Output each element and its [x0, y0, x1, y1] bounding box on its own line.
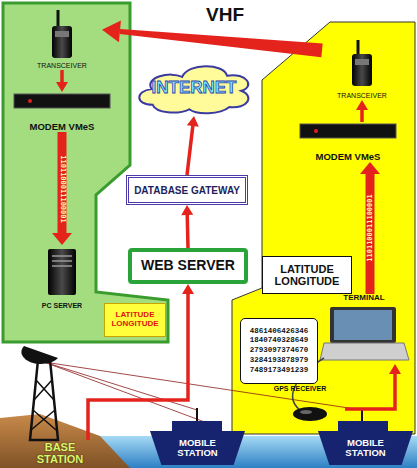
arrow-connector	[52, 132, 72, 245]
dish	[21, 346, 58, 364]
gps-puck	[293, 407, 327, 421]
node-text: MOBILE STATION	[167, 438, 229, 459]
transceiver-box: TRANSCEIVER	[322, 38, 402, 100]
node-text: LATITUDE LONGITUDE	[265, 263, 349, 287]
coordinate-box: LATITUDE LONGITUDE	[104, 303, 166, 337]
hull-outline	[318, 431, 413, 465]
arrow-connector	[102, 20, 323, 57]
radio-icon	[52, 26, 72, 58]
ship-box: MOBILE STATION	[318, 431, 413, 465]
ship-cabin	[172, 421, 222, 432]
server-slots	[52, 256, 72, 266]
node-text: GPS RECEIVER	[274, 385, 327, 393]
pc-server-box: PC SERVER	[22, 245, 102, 310]
radio-link	[44, 362, 197, 410]
arrow-head	[360, 162, 380, 174]
gateway-box: DATABASE GATEWAY	[126, 175, 248, 205]
base-station-box: BASE STATION	[25, 440, 95, 466]
modem-box: MODEM VMeS	[12, 92, 112, 132]
arrow-line	[366, 172, 375, 294]
terminal-box: TERMINAL	[318, 294, 410, 364]
node-text: MOBILE STATION	[335, 438, 397, 459]
laptop-display	[334, 310, 392, 340]
land	[0, 414, 130, 468]
arrow-connector	[360, 162, 380, 294]
arrow-connector	[56, 70, 68, 92]
arrow-head	[187, 116, 199, 127]
diagram-title: VHF	[185, 4, 265, 26]
arrow-body	[120, 29, 323, 57]
arrow-line	[360, 108, 364, 122]
arrow-line	[185, 213, 189, 248]
arrow-connector	[88, 284, 194, 440]
modem-box: MODEM VMeS	[298, 122, 398, 162]
node-text: DATABASE GATEWAY	[134, 185, 240, 196]
internet-cloud: INTERNET	[135, 60, 253, 116]
arrow-line	[60, 70, 64, 84]
tower	[30, 360, 58, 440]
modem-icon	[300, 124, 396, 138]
cloud-outline	[139, 66, 248, 113]
node-text: MODEM VMeS	[316, 152, 381, 162]
radio-screen	[355, 59, 369, 65]
node-text: WEB SERVER	[141, 258, 235, 273]
base-region	[3, 3, 168, 342]
radio-icon	[352, 54, 372, 86]
ship-cabin	[338, 421, 388, 432]
arrow-connector	[356, 100, 368, 122]
arrow-line	[88, 292, 188, 440]
node-text: TRANSCEIVER	[37, 62, 87, 70]
arrow-connector	[187, 116, 199, 175]
arrow-head	[102, 20, 121, 42]
arrow-line	[58, 132, 67, 235]
radio-screen	[55, 31, 69, 37]
node-text: TERMINAL	[343, 294, 384, 303]
modem-led	[314, 129, 318, 133]
node-text: PC SERVER	[42, 302, 82, 310]
arrow-head	[56, 82, 68, 92]
ship-mast	[196, 408, 198, 422]
server-icon	[48, 249, 76, 295]
node-text: INTERNET	[152, 79, 237, 98]
antenna	[57, 10, 60, 28]
arrow-line	[187, 124, 193, 175]
gps-box: GPS RECEIVER	[255, 385, 345, 425]
modem-led	[28, 99, 32, 103]
node-text: 4861406426346 1840740328649 279309737467…	[244, 327, 314, 376]
ship-box: MOBILE STATION	[150, 431, 245, 465]
hull-outline	[150, 431, 245, 465]
arrow-connector	[345, 364, 401, 409]
antenna	[357, 40, 360, 56]
arrow-head	[356, 100, 368, 110]
laptop-screen	[330, 307, 396, 343]
node-text: LATITUDE LONGITUDE	[107, 311, 163, 329]
arrow-connector	[181, 205, 193, 248]
mobile-region	[232, 22, 415, 434]
arrow-head	[389, 364, 401, 374]
web-server-box: WEB SERVER	[128, 248, 248, 284]
arrow-head	[52, 233, 72, 245]
edge-label: 1101100011100001	[367, 194, 374, 261]
coordinate-box: LATITUDE LONGITUDE	[262, 256, 352, 294]
radio-link	[44, 362, 210, 424]
node-text: BASE STATION	[32, 441, 88, 465]
edge-label: 1101100011100001	[59, 155, 66, 222]
laptop-base	[320, 343, 409, 360]
arrow-head	[181, 205, 193, 215]
arrow-head	[182, 284, 194, 294]
data-box: 4861406426346 1840740328649 279309737467…	[240, 318, 318, 384]
transceiver-box: TRANSCEIVER	[22, 8, 102, 70]
node-text: MODEM VMeS	[30, 122, 95, 132]
gps-highlight	[300, 410, 312, 414]
modem-icon	[14, 94, 110, 108]
arrow-line	[345, 372, 395, 409]
node-text: TRANSCEIVER	[337, 92, 387, 100]
tower-bracing	[31, 380, 56, 430]
